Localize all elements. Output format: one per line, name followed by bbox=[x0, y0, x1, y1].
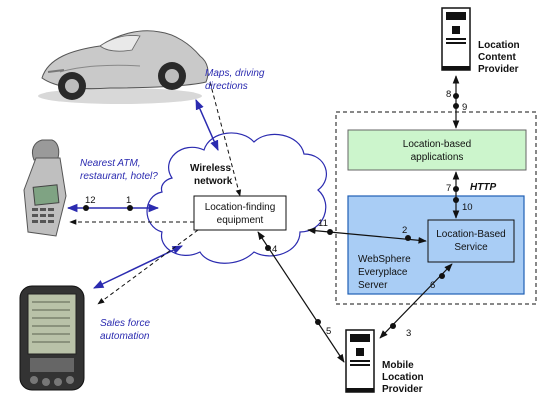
location-content-provider-server bbox=[441, 7, 471, 71]
nearest-atm-label-line2: restaurant, hotel? bbox=[80, 171, 158, 182]
mobile-location-provider-label-line1: Mobile bbox=[382, 360, 414, 371]
location-based-applications-label-line1: Location-based bbox=[403, 139, 471, 150]
step-8-label: 8 bbox=[446, 89, 451, 100]
pda-image bbox=[19, 285, 85, 391]
mobile-location-provider-label-line3: Provider bbox=[382, 384, 423, 395]
wireless-network-label-line2: network bbox=[194, 176, 233, 187]
step-4-label: 4 bbox=[272, 244, 277, 255]
location-content-provider-label-line2: Content bbox=[478, 52, 516, 63]
step-12-label: 12 bbox=[85, 195, 96, 206]
websphere-label-line3: Server bbox=[358, 280, 388, 291]
equipment-mobile-provider-arrow bbox=[257, 231, 345, 363]
maps-directions-label-line1: Maps, driving bbox=[205, 68, 265, 79]
location-based-applications-box bbox=[347, 129, 527, 171]
sales-force-label-line1: Sales force bbox=[100, 318, 150, 329]
location-based-service-box bbox=[427, 219, 515, 263]
car-image bbox=[38, 30, 209, 104]
location-based-service-label-line2: Service bbox=[454, 242, 488, 253]
mobile-location-provider-server bbox=[345, 329, 375, 393]
location-based-service-label-line1: Location-Based bbox=[436, 229, 506, 240]
wireless-network-label-line1: Wireless bbox=[190, 163, 231, 174]
car-locate-dashed-arrow bbox=[209, 81, 242, 197]
step-6-label: 6 bbox=[430, 280, 435, 291]
step-3-label: 3 bbox=[406, 328, 411, 339]
step-7-label: 7 bbox=[446, 183, 451, 194]
car-network-arrow bbox=[195, 99, 219, 151]
nearest-atm-label-line1: Nearest ATM, bbox=[80, 158, 141, 169]
mobile-phone-image bbox=[23, 139, 67, 237]
location-content-provider-label-line1: Location bbox=[478, 40, 520, 51]
maps-directions-label-line2: directions bbox=[205, 81, 248, 92]
step-1-label: 1 bbox=[126, 195, 131, 206]
pda-network-arrow bbox=[93, 245, 183, 289]
websphere-label-line2: Everyplace bbox=[358, 267, 408, 278]
mobile-location-provider-label-line2: Location bbox=[382, 372, 424, 383]
sales-force-label-line2: automation bbox=[100, 331, 150, 342]
step-2-label: 2 bbox=[402, 225, 407, 236]
step-5-label: 5 bbox=[326, 326, 331, 337]
location-content-provider-label-line3: Provider bbox=[478, 64, 519, 75]
step-9-label: 9 bbox=[462, 102, 467, 113]
http-label: HTTP bbox=[470, 182, 496, 193]
location-finding-equipment-box bbox=[193, 195, 287, 231]
websphere-label-line1: WebSphere bbox=[358, 254, 411, 265]
step-dots bbox=[83, 93, 459, 329]
location-finding-label-line2: equipment bbox=[217, 215, 264, 226]
step-10-label: 10 bbox=[462, 202, 473, 213]
location-finding-label-line1: Location-finding bbox=[205, 202, 276, 213]
location-based-applications-label-line2: applications bbox=[411, 152, 464, 163]
step-11-label: 11 bbox=[318, 218, 328, 229]
